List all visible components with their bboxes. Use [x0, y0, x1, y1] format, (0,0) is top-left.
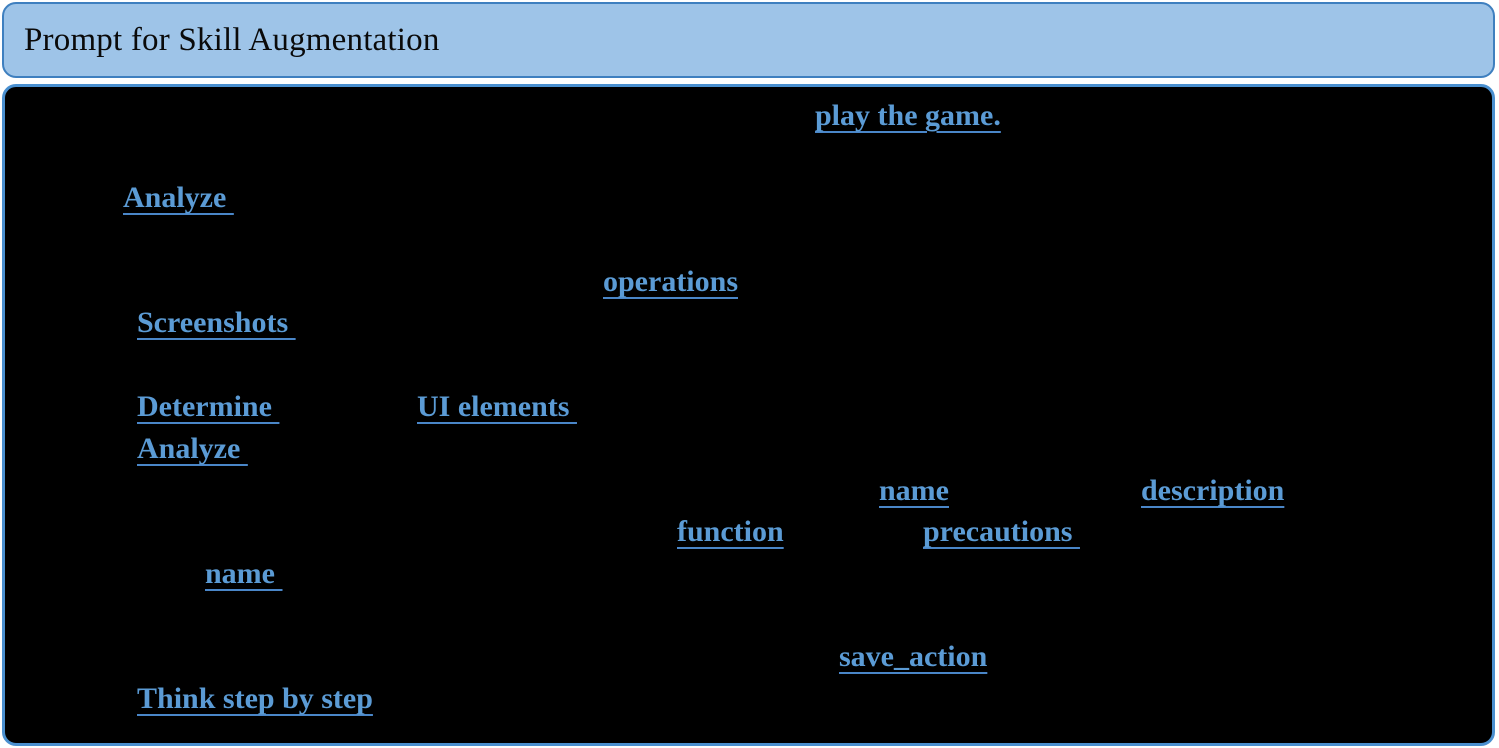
figure-header-bar: Prompt for Skill Augmentation — [2, 2, 1495, 78]
prompt-keyword-screenshots: Screenshots — [137, 306, 296, 339]
prompt-keyword-analyze-2: Analyze — [137, 432, 248, 465]
figure-title: Prompt for Skill Augmentation — [24, 21, 440, 58]
prompt-keyword-description: description — [1141, 474, 1285, 507]
prompt-keyword-think-step: Think step by step — [137, 682, 373, 715]
prompt-keyword-precautions: precautions — [923, 515, 1080, 548]
prompt-keyword-name-2: name — [205, 557, 283, 590]
prompt-keyword-name-1: name — [879, 474, 949, 507]
prompt-keyword-analyze-1: Analyze — [123, 181, 234, 214]
prompt-keyword-ui-elements: UI elements — [417, 390, 577, 423]
prompt-keyword-operations: operations — [603, 265, 738, 298]
prompt-keyword-save-action: save_action — [839, 640, 988, 673]
prompt-keyword-determine: Determine — [137, 390, 280, 423]
prompt-keyword-function: function — [677, 515, 784, 548]
prompt-keyword-play-the-game: play the game. — [815, 99, 1001, 132]
